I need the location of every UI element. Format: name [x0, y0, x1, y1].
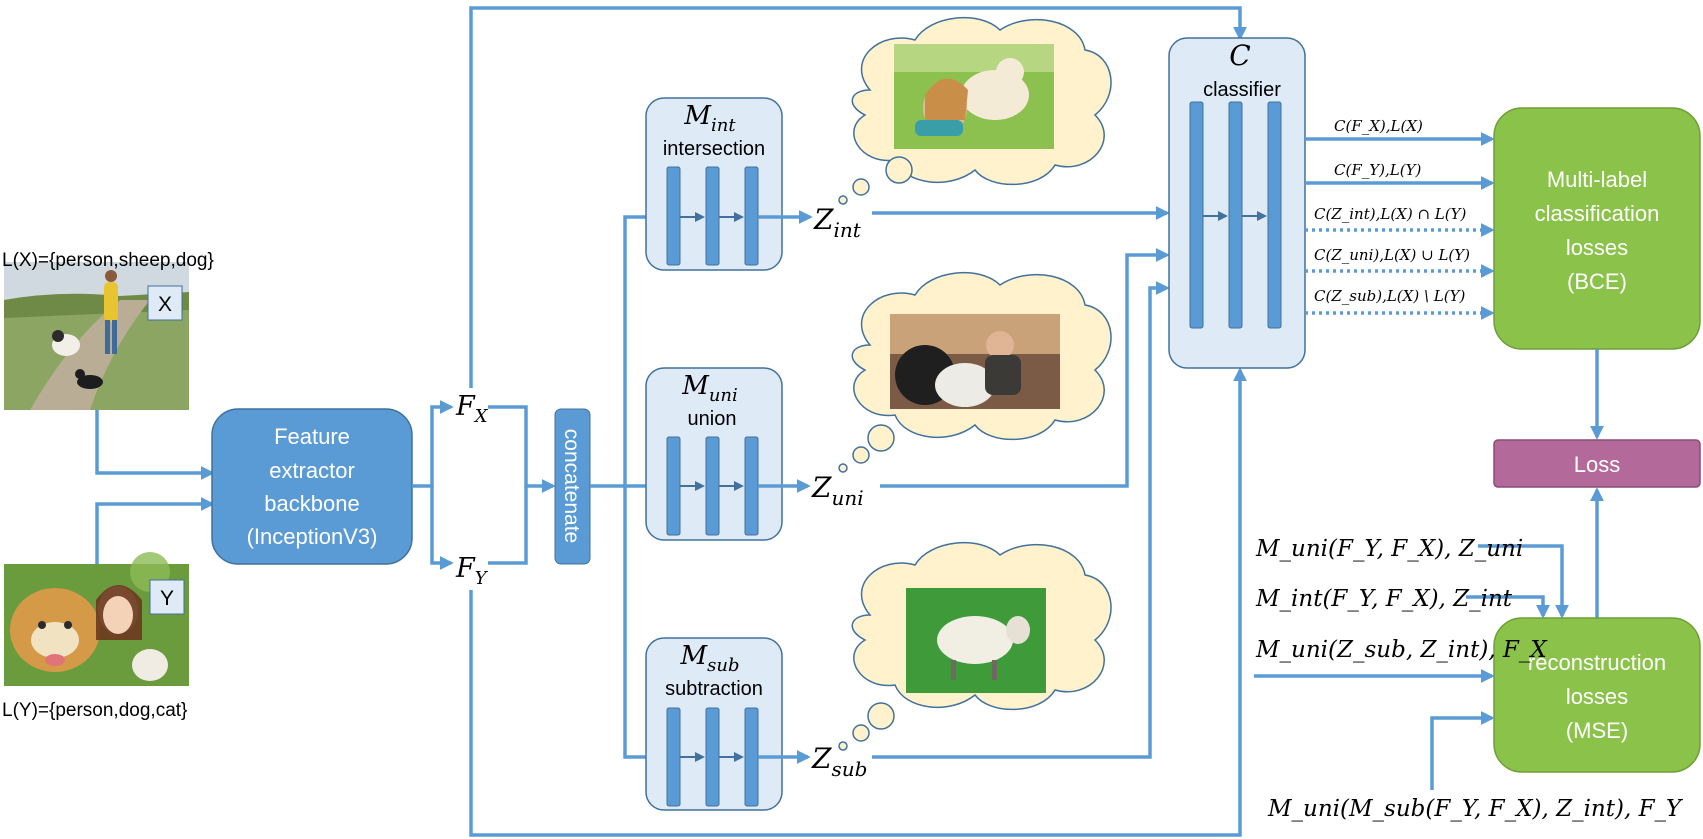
svg-text:union: union [688, 408, 737, 430]
reconstruction-loss-block: reconstruction losses (MSE) [1493, 617, 1701, 773]
thought-cloud-intersection [838, 17, 1112, 205]
rec-label-1: M_uni(F_Y, F_X), Z_uni [1255, 536, 1523, 562]
x-label-set: L(X)={person,sheep,dog} [2, 250, 214, 271]
classification-loss-block: Multi-label classification losses (BCE) [1493, 107, 1701, 350]
edge-label-1: C(F_X),L(X) [1334, 117, 1423, 135]
arrow-y-to-backbone [95, 497, 215, 564]
svg-text:(MSE): (MSE) [1566, 718, 1628, 743]
arrow-fx-to-concat [488, 405, 556, 493]
arrow-backbone-to-fy [430, 486, 454, 570]
rec-label-2: M_int(F_Y, F_X), Z_int [1255, 586, 1513, 612]
svg-text:losses: losses [1566, 235, 1628, 260]
module-subtraction: Msub subtraction [645, 637, 783, 811]
edge-label-4: C(Z_uni),L(X) ∪ L(Y) [1314, 246, 1470, 264]
latent-z-uni: Zuni [811, 471, 864, 510]
concatenate-block: concatenate [554, 408, 591, 565]
thought-cloud-union [838, 272, 1112, 473]
arrow-zuni-to-classifier [880, 248, 1170, 488]
module-intersection: Mint intersection [645, 97, 783, 271]
svg-text:backbone: backbone [264, 491, 359, 516]
svg-text:subtraction: subtraction [665, 678, 763, 700]
arrow-fy-to-concat [488, 486, 528, 565]
svg-text:Feature: Feature [274, 424, 350, 449]
svg-text:Msub: Msub [680, 641, 740, 676]
svg-text:(BCE): (BCE) [1567, 269, 1627, 294]
edge-label-5: C(Z_sub),L(X) \ L(Y) [1314, 287, 1465, 305]
arrow-backbone-to-fx [412, 400, 454, 488]
y-label-set: L(Y)={person,dog,cat} [2, 700, 187, 721]
feature-fy-label: FY [455, 553, 489, 589]
svg-text:reconstruction: reconstruction [1528, 650, 1666, 675]
rec-label-3: M_uni(Z_sub, Z_int), F_X [1255, 637, 1548, 663]
classifier-block: C classifier [1168, 37, 1306, 369]
edge-rec-2 [1466, 595, 1550, 619]
edge-rec-4 [1430, 711, 1495, 790]
feature-extractor-backbone: Feature extractor backbone (InceptionV3) [211, 408, 413, 565]
svg-text:losses: losses [1566, 684, 1628, 709]
edge-rec-1 [1478, 544, 1569, 619]
svg-text:intersection: intersection [663, 138, 765, 160]
latent-z-sub: Zsub [811, 742, 867, 781]
svg-text:Muni: Muni [681, 371, 738, 406]
svg-text:concatenate: concatenate [560, 429, 583, 543]
rec-label-4: M_uni(M_sub(F_Y, F_X), Z_int), F_Y [1267, 796, 1684, 822]
image-x-tag: X [158, 293, 172, 316]
svg-text:(InceptionV3): (InceptionV3) [247, 524, 378, 549]
svg-text:classifier: classifier [1203, 79, 1281, 101]
total-loss-block: Loss [1493, 439, 1701, 488]
feature-fx-label: FX [455, 391, 489, 427]
image-y-tag: Y [160, 587, 174, 610]
svg-text:Mint: Mint [683, 101, 736, 136]
arrow-x-to-backbone [95, 410, 215, 480]
arrow-fx-to-classifier [469, 6, 1247, 388]
thought-cloud-subtraction [838, 542, 1112, 751]
input-image-x: X [4, 262, 189, 410]
module-union: Muni union [645, 367, 783, 541]
latent-z-int: Zint [813, 203, 862, 242]
arrow-fy-to-classifier [469, 367, 1247, 837]
edge-label-3: C(Z_int),L(X) ∩ L(Y) [1314, 205, 1467, 223]
svg-text:C: C [1229, 39, 1250, 72]
svg-text:Multi-label: Multi-label [1547, 167, 1647, 192]
edge-label-2: C(F_Y),L(Y) [1334, 161, 1421, 179]
svg-text:Loss: Loss [1574, 452, 1620, 477]
svg-text:classification: classification [1535, 201, 1660, 226]
input-image-y: Y [4, 552, 189, 686]
svg-text:extractor: extractor [269, 458, 355, 483]
arrow-zsub-to-classifier [872, 281, 1170, 759]
